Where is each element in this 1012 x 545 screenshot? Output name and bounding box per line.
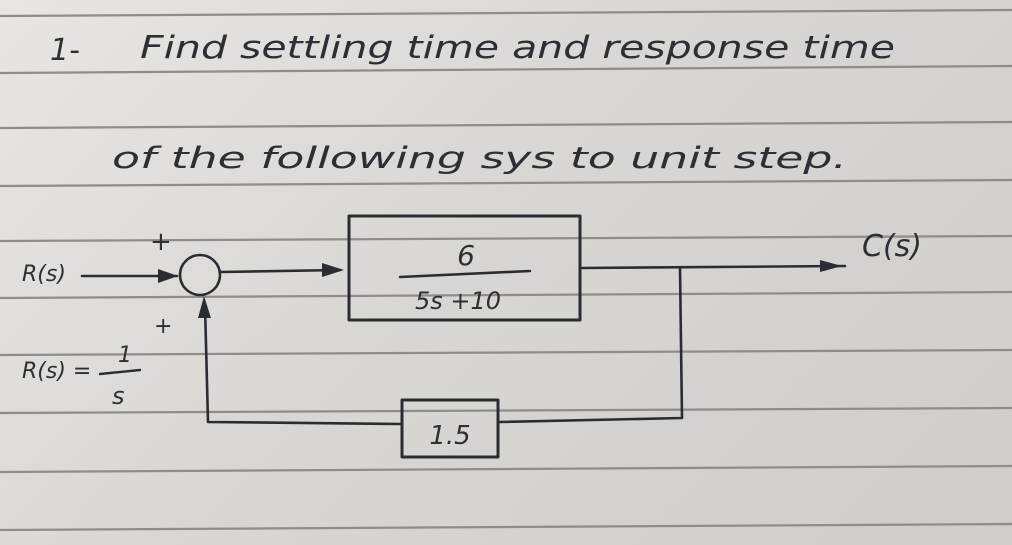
ruled-line (0, 522, 1012, 532)
feedback-gain: 1.5 (429, 421, 470, 451)
ruled-line (0, 406, 1012, 415)
feedback-path-left (203, 303, 404, 426)
summing-sign-top: + (150, 227, 172, 257)
feedback-arrowhead (198, 296, 211, 318)
input-label: R(s) (22, 262, 66, 287)
summing-sign-bottom: + (154, 314, 172, 339)
forward-numerator: 6 (457, 239, 475, 272)
input-arrowhead (158, 269, 178, 283)
input-definition-numerator: 1 (118, 343, 132, 368)
ruled-line (0, 464, 1012, 474)
output-line (578, 264, 847, 270)
ruled-lines (0, 8, 1012, 532)
output-arrowhead (820, 260, 842, 272)
ruled-line (0, 178, 1012, 188)
ruled-line (0, 64, 1012, 75)
input-definition-lhs: R(s) = (22, 359, 91, 384)
forward-path-arrow (218, 268, 342, 274)
problem-line-1: Find settling time and response time (140, 30, 895, 66)
input-definition-denominator: s (112, 382, 125, 410)
ruled-line (0, 290, 1012, 300)
feedback-path-right (498, 266, 684, 424)
problem-number: 1- (50, 33, 80, 68)
input-definition-bar (98, 368, 142, 376)
ruled-line (0, 120, 1012, 130)
forward-denominator: 5s +10 (415, 287, 501, 315)
fraction-bar (398, 269, 532, 279)
ruled-line (0, 348, 1012, 357)
summing-junction (178, 253, 222, 297)
forward-path-arrowhead (322, 263, 344, 277)
output-label: C(s) (862, 229, 922, 264)
problem-line-2: of the following sys to unit step. (112, 141, 847, 175)
feedback-block (400, 398, 500, 459)
ruled-line (0, 234, 1012, 243)
ruled-line (0, 8, 1012, 18)
